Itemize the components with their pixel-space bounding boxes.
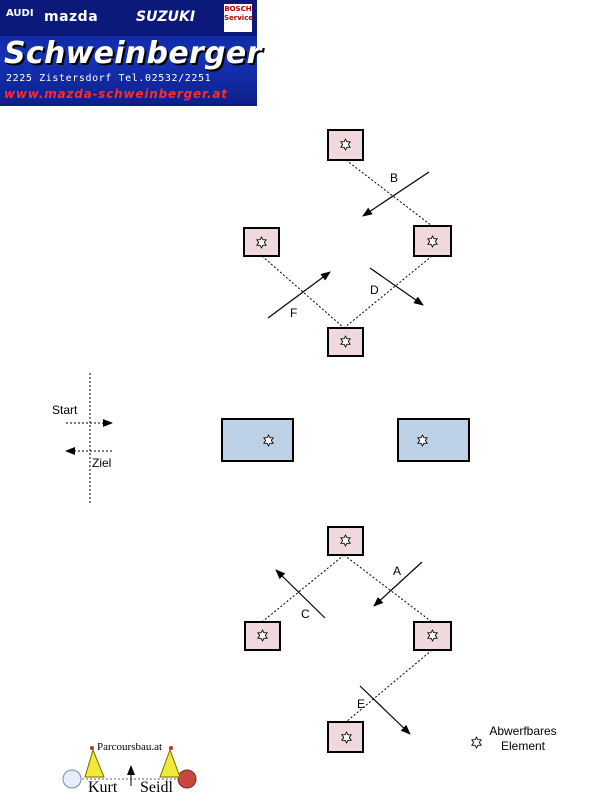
diagram-shape (62, 769, 82, 789)
arrow-d (369, 267, 424, 306)
obstacle-lower-top (327, 526, 364, 556)
company-name: Schweinberger (4, 36, 262, 71)
bosch-service-logo: BOSCH Service (224, 4, 253, 32)
arrow-c (275, 569, 326, 619)
mazda-logo: mazda (44, 9, 99, 25)
legend-label: Abwerfbares Element (483, 724, 563, 754)
line-label-b: B (390, 171, 398, 185)
passage-arrows (267, 171, 430, 735)
diagram-shape (159, 748, 181, 778)
start-label: Start (52, 403, 78, 417)
arrow-a (373, 561, 423, 607)
line-label-f: F (290, 306, 297, 320)
large-obstacles (221, 418, 470, 462)
designer-logo-title: Parcoursbau.at (97, 741, 163, 753)
arrow-f (267, 271, 331, 319)
connection-lines (65, 159, 433, 723)
diagram-shape (169, 746, 173, 750)
designer-logo-graphic (62, 746, 197, 789)
obstacle-upper-right (413, 225, 452, 257)
arrow-b (362, 171, 430, 217)
dealer-banner: AUDI mazda SUZUKI BOSCH Service Schweinb… (0, 0, 261, 106)
designer-first-name: Kurt (88, 779, 118, 796)
diagram-shape (90, 746, 94, 750)
dotted-line-lower-left (261, 554, 345, 623)
obstacle-large-left (221, 418, 294, 462)
finish-label: Ziel (92, 456, 111, 470)
audi-logo: AUDI (6, 8, 34, 19)
designer-last-name: Seidl (140, 779, 173, 796)
arrow-e (359, 685, 411, 735)
suzuki-logo: SUZUKI (136, 9, 196, 25)
dotted-line-top-right (345, 159, 433, 227)
diagram-shape (177, 769, 197, 789)
obstacle-large-right (397, 418, 470, 462)
legend-line-2: Element (500, 739, 546, 753)
line-label-a: A (393, 564, 401, 578)
company-address: 2225 Zistersdorf Tel.02532/2251 (6, 73, 212, 84)
company-website: www.mazda-schweinberger.at (4, 87, 228, 101)
line-label-e: E (357, 697, 365, 711)
legend-star-icon (471, 736, 482, 749)
diagram-shape (84, 748, 105, 778)
line-label-c: C (301, 607, 310, 621)
dotted-line-right-bottom (343, 255, 433, 329)
legend-line-1: Abwerfbares (489, 724, 557, 738)
dotted-line-lower-right (343, 554, 433, 623)
dotted-line-to-bottom (345, 649, 433, 723)
line-label-d: D (370, 283, 379, 297)
brand-logo-row: AUDI mazda SUZUKI BOSCH Service (0, 0, 257, 36)
